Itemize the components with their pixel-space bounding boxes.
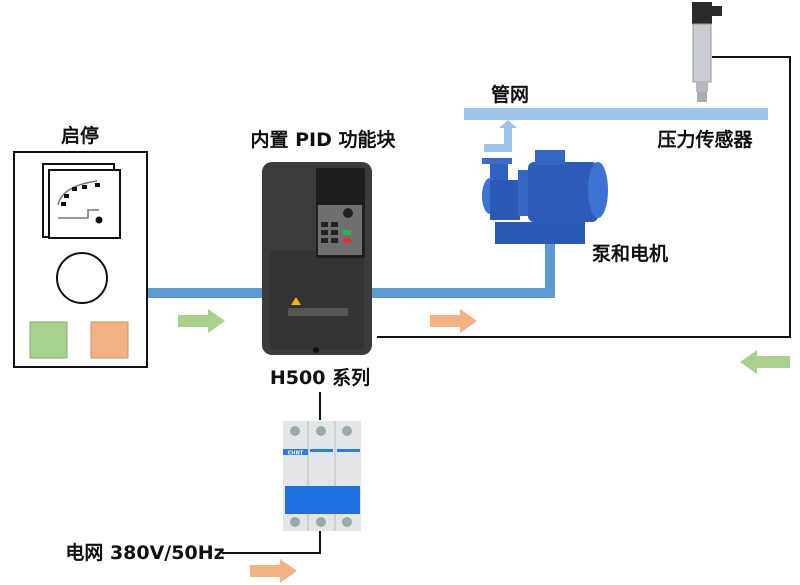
- pipe-network: [464, 108, 768, 120]
- pid-block-label: 内置 PID 功能块: [251, 128, 397, 151]
- pipe-panel-to-inverter: [147, 288, 267, 298]
- breaker-brand: CHNT: [288, 451, 304, 457]
- gauge-icon: [42, 163, 121, 239]
- circuit-breaker: CHNT: [283, 421, 361, 531]
- flow-up-arrow: [484, 120, 517, 152]
- warning-icon: [291, 297, 301, 305]
- green-arrow-left: [740, 350, 790, 374]
- pipe-network-label: 管网: [491, 83, 529, 106]
- orange-arrow-bottom: [250, 559, 297, 583]
- feedback-wire: [377, 56, 791, 338]
- breaker-handle[interactable]: [285, 486, 360, 514]
- green-arrow-right: [178, 309, 225, 333]
- knob-icon[interactable]: [56, 252, 108, 304]
- pressure-sensor: [692, 2, 722, 102]
- grid-wire: [222, 530, 321, 554]
- pipe-inverter-to-pump: [370, 240, 555, 298]
- pump-motor: [482, 150, 608, 244]
- start-stop-panel: [13, 151, 148, 368]
- pump-motor-label: 泵和电机: [592, 242, 668, 265]
- pressure-sensor-label: 压力传感器: [657, 128, 753, 151]
- series-label: H500 系列: [270, 367, 370, 389]
- stop-button[interactable]: [90, 321, 129, 359]
- inverter-h500: [262, 162, 372, 355]
- start-stop-label: 启停: [61, 124, 99, 147]
- orange-arrow-right: [430, 309, 477, 333]
- grid-label: 电网 380V/50Hz: [65, 541, 224, 564]
- start-button[interactable]: [29, 321, 68, 359]
